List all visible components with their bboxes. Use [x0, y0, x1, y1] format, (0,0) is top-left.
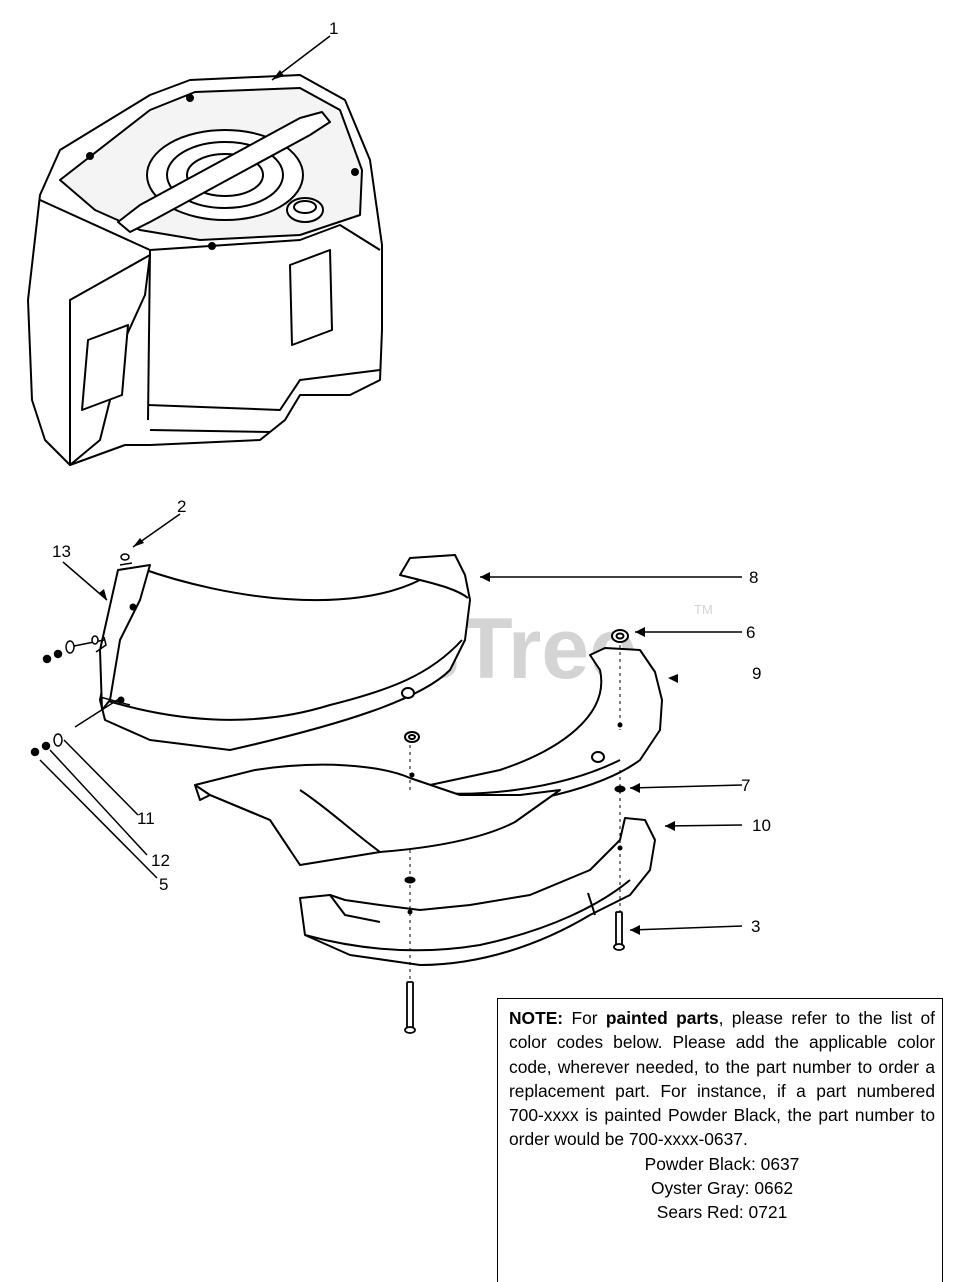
- alignment-dots: [407, 722, 623, 915]
- alignment-lines: [409, 645, 621, 982]
- callout-1: 1: [329, 19, 338, 38]
- callout-13: 13: [52, 542, 71, 561]
- note-paragraph: NOTE: For painted parts, please refer to…: [509, 1006, 935, 1152]
- callout-6: 6: [746, 623, 755, 642]
- note-lead: NOTE:: [509, 1008, 564, 1028]
- callout-9: 9: [752, 664, 761, 683]
- small-hardware: [30, 553, 133, 757]
- part-1-engine-shroud: [27, 74, 383, 466]
- callout-12: 12: [151, 851, 170, 870]
- watermark-trademark: TM: [694, 602, 713, 617]
- part-6-nut: [404, 629, 629, 743]
- color-code-oyster-gray: Oyster Gray: 0662: [650, 1177, 794, 1198]
- callout-2: 2: [177, 497, 186, 516]
- part-10-lower-shield: [299, 817, 656, 966]
- callout-5: 5: [159, 875, 168, 894]
- note-text-2: , please refer to the list of color code…: [509, 1008, 936, 1150]
- callout-10: 10: [752, 816, 771, 835]
- color-code-sears-red: Sears Red: 0721: [656, 1201, 788, 1222]
- callout-11: 11: [137, 809, 155, 828]
- color-code-powder-black: Powder Black: 0637: [644, 1153, 800, 1174]
- callout-3: 3: [751, 917, 760, 936]
- part-8-upper-shield: [99, 554, 471, 751]
- note-bold-phrase: painted parts: [605, 1008, 719, 1028]
- color-code-list: Powder Black: 0637 Oyster Gray: 0662 Sea…: [509, 1152, 935, 1224]
- part-3-bolts: [404, 911, 625, 1034]
- painted-parts-note: NOTE: For painted parts, please refer to…: [497, 998, 943, 1282]
- note-text-1: For: [563, 1008, 606, 1028]
- callout-7: 7: [741, 776, 750, 795]
- leader-arrows: [99, 70, 678, 935]
- callout-8: 8: [749, 568, 758, 587]
- part-lower-deflector: [194, 763, 561, 866]
